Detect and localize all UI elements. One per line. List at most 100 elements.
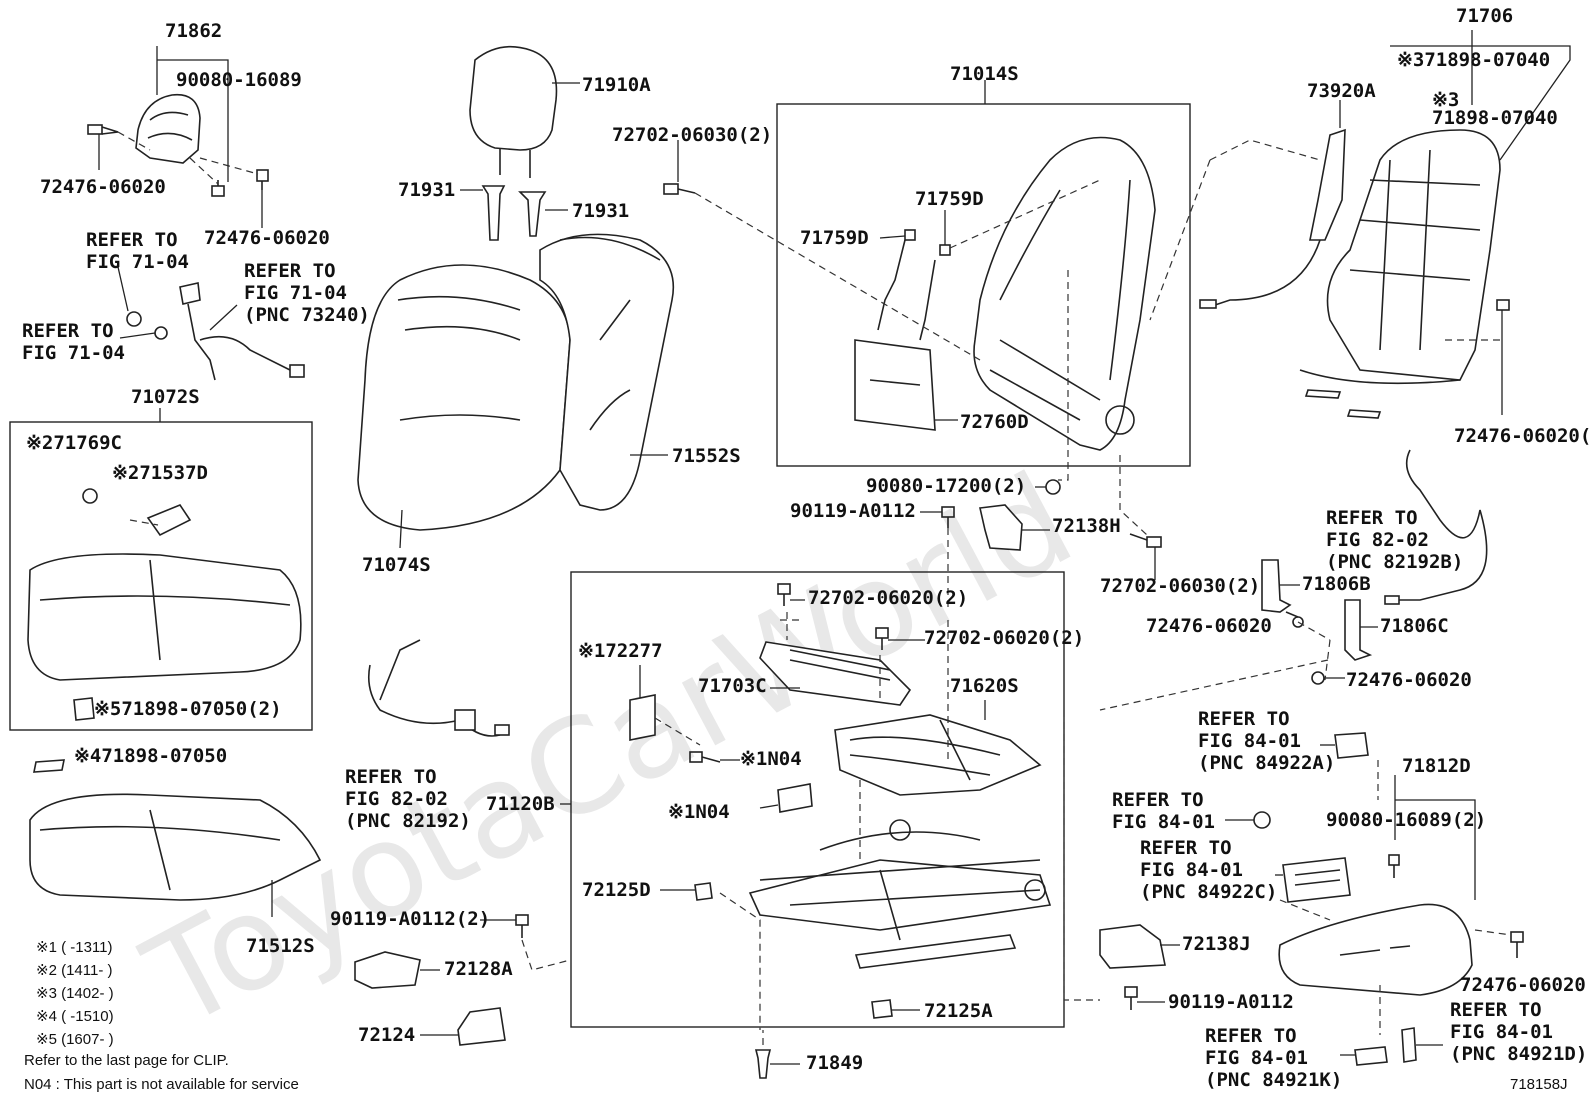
part-label-ref_fig8401_e1: REFER TO xyxy=(1205,1025,1297,1047)
part-label-p72125A: 72125A xyxy=(924,1000,993,1022)
part-label-ref_fig8401_e3: (PNC 84921K) xyxy=(1205,1069,1342,1091)
part-label-ref_fig8202_b3: (PNC 82192) xyxy=(345,810,471,832)
part-label-p71120B: 71120B xyxy=(486,793,555,815)
notes-block: ※1 ( -1311) ※2 (1411- ) ※3 (1402- ) ※4 (… xyxy=(24,939,299,1093)
part-label-p71862: 71862 xyxy=(165,20,222,42)
part-label-p71706: 71706 xyxy=(1456,5,1513,27)
part-label-p71806B: 71806B xyxy=(1302,573,1371,595)
part-label-p71806C: 71806C xyxy=(1380,615,1449,637)
headrest-group xyxy=(460,45,580,241)
part-label-p90119_A0112_2: 90119-A0112(2) xyxy=(330,908,490,930)
note-clip: Refer to the last page for CLIP. xyxy=(24,1052,229,1069)
part-label-p71898_07050_2: ※571898-07050(2) xyxy=(94,698,282,720)
part-label-p90119_A0112_a: 90119-A0112 xyxy=(790,500,916,522)
part-label-ref_fig8401_b2: FIG 84-01 xyxy=(1112,811,1215,833)
part-label-ref_fig7104_c2: FIG 71-04 xyxy=(244,282,347,304)
part-label-p71931_a: 71931 xyxy=(398,179,455,201)
note-n04: N04 : This part is not available for ser… xyxy=(24,1076,299,1093)
part-label-p90080_16089: 90080-16089 xyxy=(176,69,302,91)
cushion-cover-group xyxy=(29,759,322,917)
part-label-ref_fig7104_b2: FIG 71-04 xyxy=(22,342,125,364)
note-1: ※1 ( -1311) xyxy=(36,939,113,956)
part-labels: 7186290080-1608972476-0602072476-06020RE… xyxy=(22,5,1592,1091)
figure-number: 718158J xyxy=(1510,1076,1568,1093)
part-label-p73920A: 73920A xyxy=(1307,80,1376,102)
note-5: ※5 (1607- ) xyxy=(36,1031,114,1048)
seat-cushion-assy-box xyxy=(9,421,313,731)
part-label-ref_fig8401_a2: FIG 84-01 xyxy=(1198,730,1301,752)
part-label-ref_fig8202_b2: FIG 82-02 xyxy=(345,788,448,810)
part-label-ref_fig8202_a2: FIG 82-02 xyxy=(1326,529,1429,551)
seatback-frame-group xyxy=(854,80,1156,451)
part-label-p72125D: 72125D xyxy=(582,879,651,901)
part-label-ref_fig8401_c3: (PNC 84922C) xyxy=(1140,881,1277,903)
part-label-p90080_17200_2: 90080-17200(2) xyxy=(866,475,1026,497)
seatback-frame-box xyxy=(776,103,1191,467)
part-label-ref_fig8401_e2: FIG 84-01 xyxy=(1205,1047,1308,1069)
part-label-ref_fig8202_a1: REFER TO xyxy=(1326,507,1418,529)
part-label-ref_fig8401_d2: FIG 84-01 xyxy=(1450,1021,1553,1043)
part-label-p71931_b: 71931 xyxy=(572,200,629,222)
cushion-assy-group xyxy=(27,408,302,721)
part-label-p90119_A0112_b: 90119-A0112 xyxy=(1168,991,1294,1013)
part-label-p71898_07040_a: ※371898-07040 xyxy=(1397,49,1550,71)
part-label-p72124: 72124 xyxy=(358,1024,415,1046)
part-label-p71849: 71849 xyxy=(806,1052,863,1074)
part-label-ref_fig7104_a2: FIG 71-04 xyxy=(86,251,189,273)
part-label-ref_fig8401_c1: REFER TO xyxy=(1140,837,1232,859)
lower-covers-group xyxy=(354,914,571,1046)
part-label-p72138J: 72138J xyxy=(1182,933,1251,955)
part-label-p71759D_a: 71759D xyxy=(800,227,869,249)
part-label-p71512S: 71512S xyxy=(246,935,315,957)
part-label-p72702_06020_2b: 72702-06020(2) xyxy=(924,627,1084,649)
part-label-p72702_06030_2: 72702-06030(2) xyxy=(612,124,772,146)
part-label-ref_fig8401_b1: REFER TO xyxy=(1112,789,1204,811)
part-label-p72476_06020_b: 72476-06020 xyxy=(204,227,330,249)
part-label-p72476_06020_a: 72476-06020 xyxy=(40,176,166,198)
part-label-p71552S: 71552S xyxy=(672,445,741,467)
part-label-p72702_06030_2b: 72702-06030(2) xyxy=(1100,575,1260,597)
part-label-p72277: ※172277 xyxy=(578,640,663,662)
part-label-p72476_06020_c: 72476-06020 xyxy=(1146,615,1272,637)
belt-buckle-group xyxy=(117,266,305,381)
seatback-cover-group xyxy=(357,233,674,549)
bracket-71806-group xyxy=(1099,559,1378,711)
part-label-p71759D_b: 71759D xyxy=(915,188,984,210)
part-label-pN04_a: ※1N04 xyxy=(740,748,802,770)
part-label-p72476_06020_e: 72476-06020 xyxy=(1460,974,1586,996)
part-label-p71072S: 71072S xyxy=(131,386,200,408)
part-label-p72128A: 72128A xyxy=(444,958,513,980)
part-label-ref_fig7104_c3: (PNC 73240) xyxy=(244,304,370,326)
part-label-p71898_07050: ※471898-07050 xyxy=(74,745,227,767)
part-label-p71014S: 71014S xyxy=(950,63,1019,85)
part-label-p71898_07040_b: 71898-07040 xyxy=(1432,107,1558,129)
part-label-p72476_06020_2_r: 72476-06020(2) xyxy=(1454,425,1592,447)
part-label-p71703C: 71703C xyxy=(698,675,767,697)
part-label-ref_fig8401_a1: REFER TO xyxy=(1198,708,1290,730)
part-label-p71898_07040_b_mark: ※3 xyxy=(1432,89,1459,111)
part-label-p72702_06020_2a: 72702-06020(2) xyxy=(808,587,968,609)
part-label-ref_fig8202_a3: (PNC 82192B) xyxy=(1326,551,1463,573)
part-label-p71910A: 71910A xyxy=(582,74,651,96)
part-label-ref_fig8401_d1: REFER TO xyxy=(1450,999,1542,1021)
part-label-p71074S: 71074S xyxy=(362,554,431,576)
part-label-p72476_06020_d: 72476-06020 xyxy=(1346,669,1472,691)
part-label-pN04_b: ※1N04 xyxy=(668,801,730,823)
harness-82192-group xyxy=(367,639,510,737)
note-2: ※2 (1411- ) xyxy=(36,962,113,979)
note-4: ※4 ( -1510) xyxy=(36,1008,114,1025)
seatback-panel-group xyxy=(1149,30,1571,605)
part-label-ref_fig7104_b1: REFER TO xyxy=(22,320,114,342)
part-label-p90080_16089_2: 90080-16089(2) xyxy=(1326,809,1486,831)
part-label-p72138H: 72138H xyxy=(1052,515,1121,537)
part-label-p71812D: 71812D xyxy=(1402,755,1471,777)
part-label-p71620S: 71620S xyxy=(950,675,1019,697)
part-label-ref_fig8202_b1: REFER TO xyxy=(345,766,437,788)
note-3: ※3 (1402- ) xyxy=(36,985,114,1002)
part-label-ref_fig8401_d3: (PNC 84921D) xyxy=(1450,1043,1587,1065)
part-label-ref_fig8401_c2: FIG 84-01 xyxy=(1140,859,1243,881)
seat-track-group xyxy=(560,140,1162,1079)
part-label-ref_fig7104_a1: REFER TO xyxy=(86,229,178,251)
